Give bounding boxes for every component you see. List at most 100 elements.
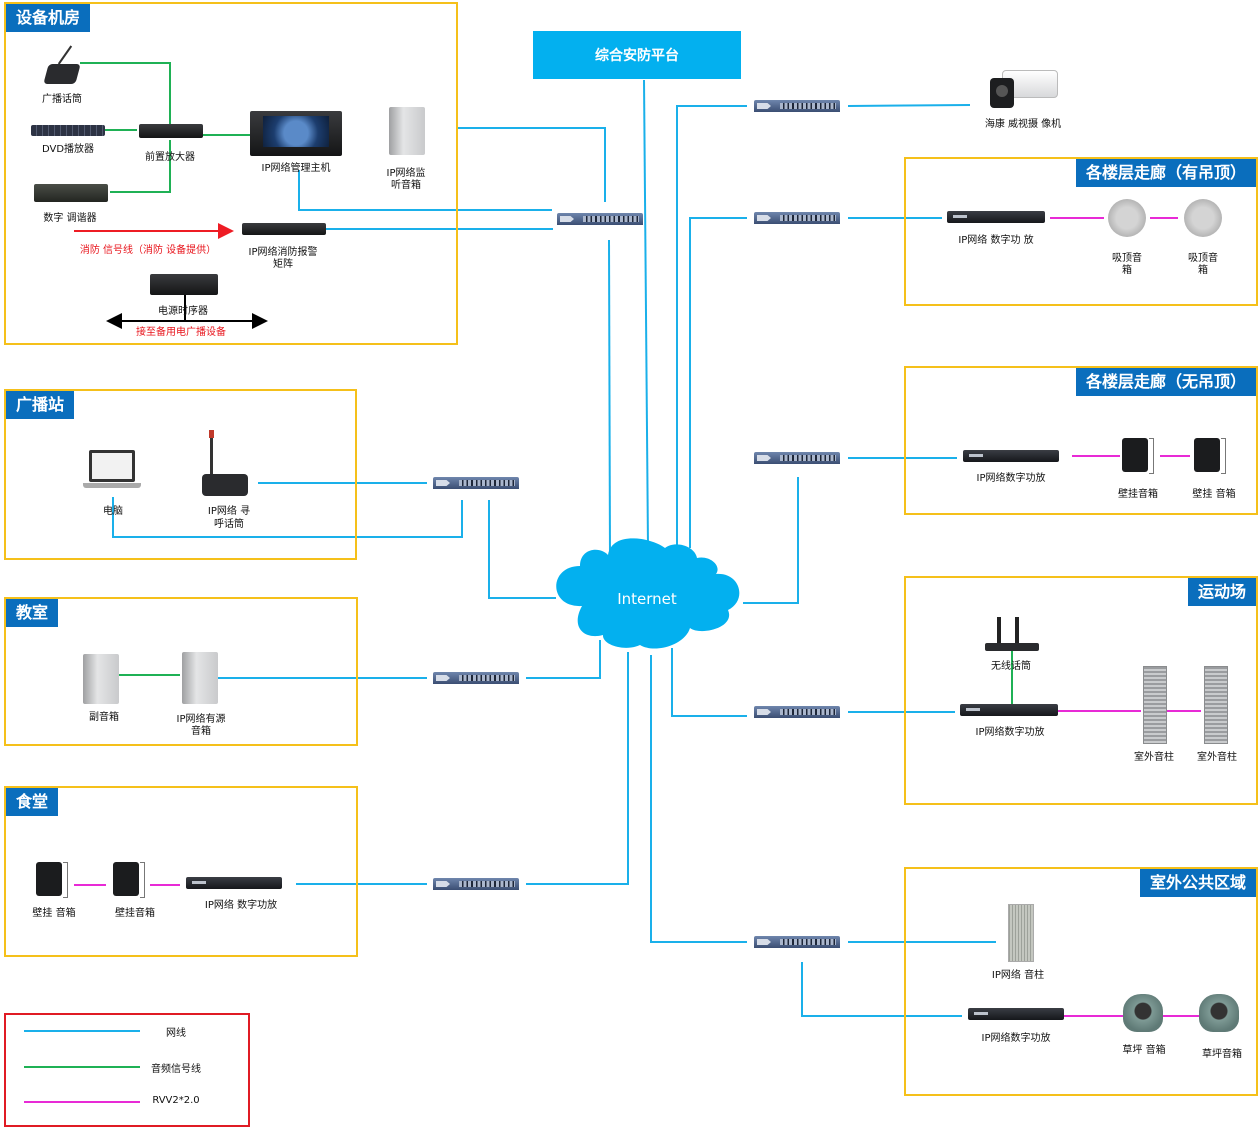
switch-outdoor[interactable] (754, 936, 840, 948)
ceiling-speaker-1-icon[interactable] (1108, 199, 1146, 237)
label-broadcast-mic: 广播话筒 (42, 94, 82, 105)
label-fire-matrix-2: 矩阵 (273, 259, 293, 270)
corridor-no-ceiling-amplifier-icon[interactable] (963, 450, 1059, 462)
fire-matrix-icon[interactable] (242, 223, 326, 235)
legend-swatch-network (24, 1030, 140, 1032)
sports-amplifier-icon[interactable] (960, 704, 1058, 716)
zone-title-sports-field: 运动场 (1187, 578, 1256, 606)
label-monitor-speaker-2: 听音箱 (391, 180, 421, 191)
lawn-speaker-1-icon[interactable] (1123, 994, 1163, 1032)
corridor-wall-speaker-1-icon[interactable] (1122, 438, 1154, 474)
canteen-amplifier-icon[interactable] (186, 877, 282, 889)
dvd-player-icon[interactable] (31, 125, 105, 136)
outdoor-column-2-icon[interactable] (1204, 666, 1228, 744)
camera-label: 海康 威视摄 像机 (984, 119, 1062, 130)
label-ip-host: IP网络管理主机 (261, 163, 331, 174)
label-sub-speaker: 副音箱 (89, 712, 119, 723)
zone-title-corridor-no-ceiling: 各楼层走廊（无吊顶） (1075, 368, 1256, 396)
camera-icon[interactable] (988, 68, 1058, 110)
switch-camera[interactable] (754, 100, 840, 112)
legend-item-rvv: RVV2*2.0 (6, 1092, 248, 1112)
label-ceiling-speaker-1-b: 箱 (1122, 265, 1132, 276)
switch-corridor-no-ceiling[interactable] (754, 452, 840, 464)
legend-label-network: 网线 (166, 1028, 186, 1039)
legend-label-rvv: RVV2*2.0 (152, 1095, 200, 1106)
cable-camera-switch (676, 105, 747, 555)
zone-classroom: 教室 (4, 597, 358, 746)
canteen-wall-speaker-2-icon[interactable] (113, 862, 145, 898)
cable-bs-switch-cloud (488, 500, 556, 599)
zone-corridor-ceiling: 各楼层走廊（有吊顶） (904, 157, 1258, 306)
label-ceiling-speaker-2-a: 吸顶音 (1188, 253, 1218, 264)
legend-item-network: 网线 (6, 1021, 248, 1041)
ip-column-icon[interactable] (1008, 904, 1034, 962)
switch-sports-field[interactable] (754, 706, 840, 718)
cable-platform-cloud (643, 79, 649, 549)
digital-tuner-icon[interactable] (34, 184, 108, 202)
legend-swatch-audio (24, 1066, 140, 1068)
label-monitor-speaker-1: IP网络监 (386, 168, 426, 179)
label-corridor-ceiling-amplifier: IP网络 数字功 放 (958, 235, 1034, 246)
label-ceiling-speaker-1-a: 吸顶音 (1112, 253, 1142, 264)
cable-monitor-speaker (458, 127, 606, 202)
corridor-wall-speaker-2-icon[interactable] (1194, 438, 1226, 474)
active-speaker-icon[interactable] (182, 652, 218, 704)
label-outdoor-column-2: 室外音柱 (1197, 752, 1237, 763)
zone-broadcast-station: 广播站 (4, 389, 357, 560)
ceiling-speaker-2-icon[interactable] (1184, 199, 1222, 237)
label-canteen-wall-speaker-1: 壁挂 音箱 (32, 908, 76, 919)
security-platform-box[interactable]: 综合安防平台 (533, 31, 741, 79)
cable-sports-switch (671, 648, 747, 717)
zone-title-corridor-ceiling: 各楼层走廊（有吊顶） (1075, 159, 1256, 187)
switch-equipment-room[interactable] (557, 213, 643, 225)
label-outdoor-amplifier: IP网络数字功放 (981, 1033, 1051, 1044)
monitor-speaker-icon[interactable] (389, 107, 425, 155)
label-preamp: 前置放大器 (145, 152, 195, 163)
zone-outdoor-public: 室外公共区域 (904, 867, 1258, 1096)
ip-host-icon[interactable] (250, 111, 342, 156)
cable-corridor2-switch (743, 477, 799, 604)
label-digital-tuner: 数字 调谐器 (43, 213, 97, 224)
label-ceiling-speaker-2-b: 箱 (1198, 265, 1208, 276)
legend-label-audio: 音频信号线 (151, 1064, 201, 1075)
label-paging-mic-2: 呼话筒 (214, 519, 244, 530)
legend: 网线 音频信号线 RVV2*2.0 (4, 1013, 250, 1127)
label-canteen-amplifier: IP网络 数字功放 (204, 900, 278, 911)
wireless-mic-icon[interactable] (983, 617, 1041, 651)
label-lawn-speaker-2: 草坪音箱 (1202, 1049, 1242, 1060)
internet-label: Internet (617, 590, 677, 608)
outdoor-column-1-icon[interactable] (1143, 666, 1167, 744)
label-pc: 电脑 (103, 506, 123, 517)
laptop-icon[interactable] (83, 450, 141, 496)
label-fire-signal: 消防 信号线（消防 设备提供） (79, 245, 217, 256)
switch-canteen[interactable] (433, 878, 519, 890)
power-sequencer-icon[interactable] (150, 274, 218, 295)
sub-speaker-icon[interactable] (83, 654, 119, 704)
label-dvd-player: DVD播放器 (41, 144, 95, 155)
zone-title-equipment-room: 设备机房 (6, 4, 91, 32)
label-active-speaker-1: IP网络有源 (176, 714, 226, 725)
zone-canteen: 食堂 (4, 786, 358, 957)
label-corridor-wall-speaker-1: 壁挂音箱 (1118, 489, 1158, 500)
cable-outdoor-switch (650, 655, 747, 943)
label-outdoor-column-1: 室外音柱 (1134, 752, 1174, 763)
switch-corridor-ceiling[interactable] (754, 212, 840, 224)
zone-equipment-room: 设备机房 (4, 2, 458, 345)
preamp-icon[interactable] (139, 124, 203, 138)
platform-label: 综合安防平台 (595, 48, 679, 64)
broadcast-mic-icon[interactable] (43, 64, 81, 84)
zone-title-outdoor-public: 室外公共区域 (1139, 869, 1256, 897)
canteen-wall-speaker-1-icon[interactable] (36, 862, 68, 898)
corridor-ceiling-amplifier-icon[interactable] (947, 211, 1045, 223)
cable-corridor1-switch (689, 217, 747, 548)
label-wireless-mic: 无线话筒 (991, 661, 1031, 672)
switch-broadcast-station[interactable] (433, 477, 519, 489)
label-ip-column: IP网络 音柱 (991, 970, 1045, 981)
label-active-speaker-2: 音箱 (191, 726, 211, 737)
paging-mic-icon[interactable] (196, 430, 250, 500)
lawn-speaker-2-icon[interactable] (1199, 994, 1239, 1032)
switch-classroom[interactable] (433, 672, 519, 684)
cable-camera (847, 104, 971, 107)
outdoor-amplifier-icon[interactable] (968, 1008, 1064, 1020)
label-backup-power: 接至备用电广播设备 (136, 327, 226, 338)
